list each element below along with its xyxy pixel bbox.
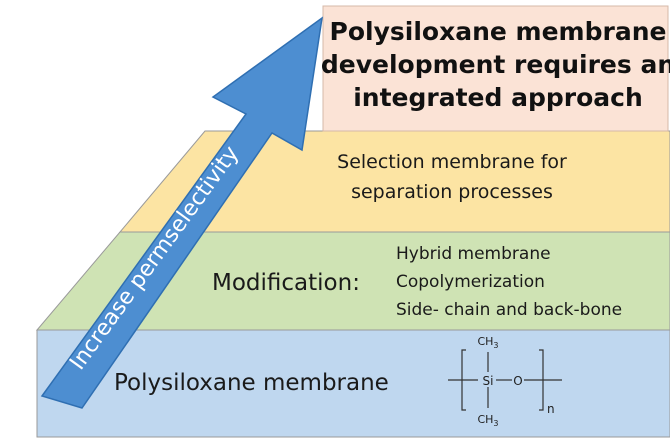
title-line-2: development requires an	[321, 50, 670, 79]
selection-line-2: separation processes	[351, 181, 553, 203]
repeat-subscript: n	[547, 402, 555, 416]
title-line-1: Polysiloxane membrane	[330, 17, 667, 46]
title-tier	[322, 5, 669, 132]
base-label: Polysiloxane membrane	[114, 370, 389, 396]
modification-label: Modification:	[212, 270, 360, 296]
siloxane-structure	[448, 349, 562, 411]
selection-line-1: Selection membrane for	[337, 151, 567, 173]
modification-item-1: Hybrid membrane	[396, 244, 551, 264]
top-methyl-group: CH3	[477, 335, 498, 350]
si-atom: Si	[483, 374, 494, 388]
modification-item-2: Copolymerization	[396, 272, 545, 292]
title-line-3: integrated approach	[353, 83, 643, 112]
bottom-methyl-group: CH3	[477, 413, 498, 428]
modification-item-3: Side- chain and back-bone	[396, 300, 622, 320]
permselectivity-arrow	[40, 16, 324, 409]
o-atom: O	[513, 374, 522, 388]
